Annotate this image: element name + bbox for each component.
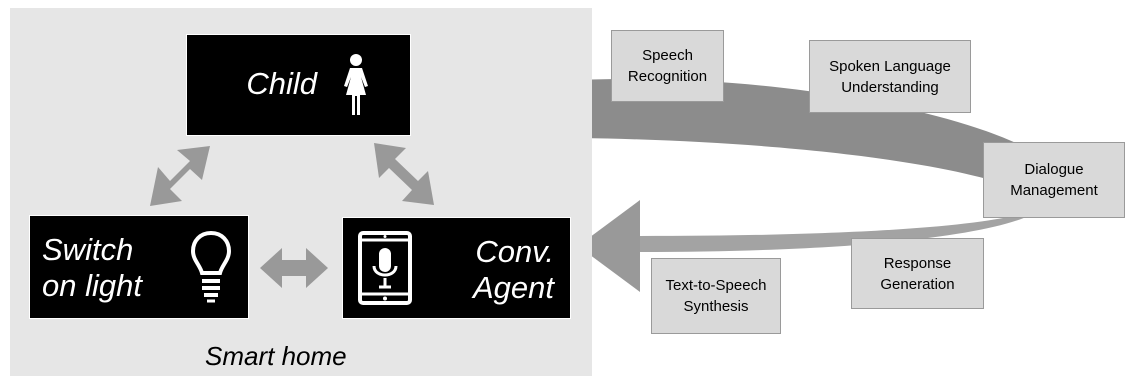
pipeline-loop — [578, 79, 1048, 292]
loop-upper-band — [578, 79, 1048, 212]
loop-lower-band — [640, 198, 1048, 252]
light-agent-arrow — [260, 248, 328, 288]
loop-arrowhead — [578, 200, 640, 292]
child-light-arrow — [150, 146, 210, 206]
child-agent-arrow — [374, 143, 434, 205]
